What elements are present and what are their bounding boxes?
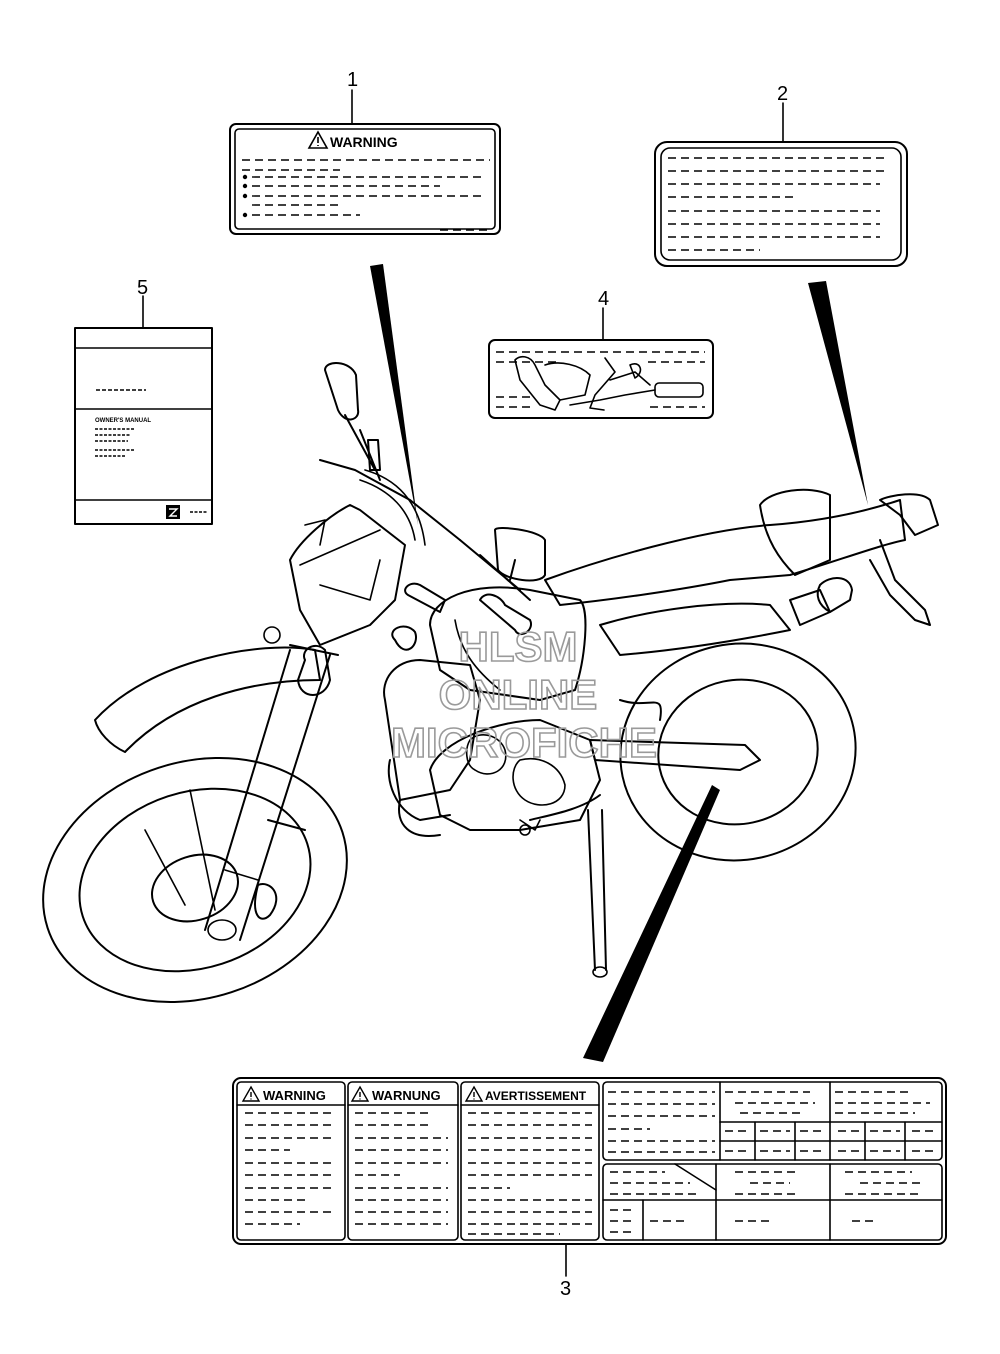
callout-4: 4 [598, 288, 609, 310]
label-3-heading-german: WARNUNG [372, 1088, 441, 1103]
watermark-line-1: HLSM [459, 623, 578, 670]
label-4-routing-diagram [488, 339, 714, 419]
label-2-info [654, 141, 908, 267]
manual-title: OWNER'S MANUAL [95, 418, 151, 424]
watermark: HLSM ONLINE MICROFICHE [390, 622, 658, 767]
label-3-multilingual: WARNING WARNUNG AVERTISSEMENT [232, 1077, 947, 1245]
callout-1: 1 [347, 69, 358, 91]
motorcycle-drawing [42, 362, 939, 1004]
callout-2: 2 [777, 83, 788, 105]
callout-3: 3 [560, 1278, 571, 1300]
watermark-line-2: ONLINE [439, 671, 598, 718]
suzuki-s-logo-icon [166, 505, 180, 519]
watermark-line-3: MICROFICHE [391, 719, 657, 766]
warning-triangle-icon [350, 1085, 370, 1102]
label-3-heading-french: AVERTISSEMENT [485, 1089, 587, 1103]
label-1-warning: WARNING [229, 123, 501, 235]
owners-manual: OWNER'S MANUAL [74, 327, 213, 525]
warning-triangle-icon [241, 1085, 261, 1102]
leader-wedges [370, 264, 868, 1062]
warning-triangle-icon [307, 130, 329, 149]
label-3-heading-english: WARNING [263, 1088, 326, 1103]
warning-triangle-icon [464, 1085, 484, 1102]
callout-leaders [142, 89, 784, 1277]
label-1-heading: WARNING [330, 134, 398, 150]
callout-5: 5 [137, 277, 148, 299]
